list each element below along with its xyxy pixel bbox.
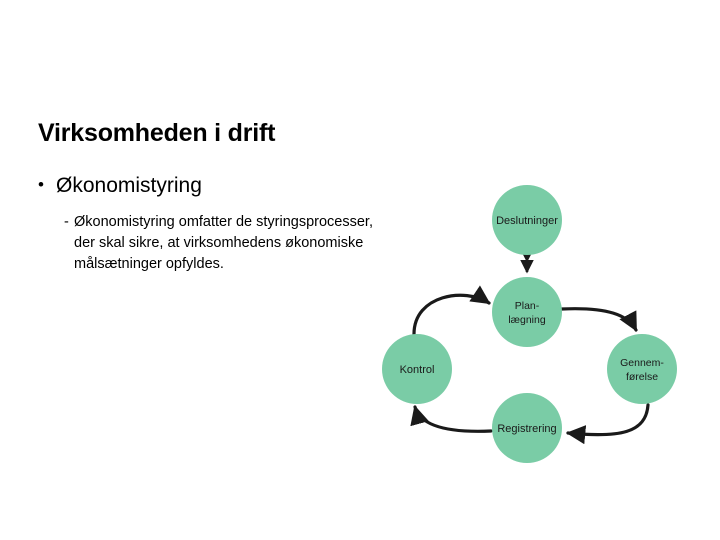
- arrow-gennemforelse-to-registrering: [566, 403, 650, 445]
- node-circle-gennemforelse: [607, 334, 677, 404]
- node-label-planlaegning-line1: Plan-: [515, 300, 540, 312]
- slide-text-column: Virksomheden i drift • Økonomistyring - …: [38, 119, 398, 275]
- bullet-level-2-text: Økonomistyring omfatter de styringsproce…: [74, 213, 373, 272]
- node-circle-planlaegning: [492, 277, 562, 347]
- node-gennemforelse: Gennem- førelse: [607, 334, 677, 404]
- arrow-kontrol-to-planlaegning: [412, 285, 491, 336]
- bullet-level-1-text: Økonomistyring: [56, 173, 202, 197]
- node-label-planlaegning-line2: lægning: [508, 314, 546, 326]
- node-circle-kontrol: [382, 334, 452, 404]
- node-planlaegning: Plan- lægning: [492, 277, 562, 347]
- arrow-planlaegning-to-gennemforelse: [560, 307, 638, 332]
- bullet-level-2: - Økonomistyring omfatter de styringspro…: [64, 212, 398, 275]
- bullet-level-1: • Økonomistyring: [38, 174, 398, 198]
- bullet-marker-icon: •: [38, 174, 44, 194]
- arrow-registrering-to-kontrol: [410, 405, 493, 433]
- node-label-beslutninger: Deslutninger: [496, 215, 558, 227]
- node-label-gennemforelse-line2: førelse: [626, 371, 658, 383]
- node-circle-registrering: [492, 393, 562, 463]
- node-kontrol: Kontrol: [382, 334, 452, 404]
- node-circle-beslutninger: [492, 185, 562, 255]
- node-beslutninger: Deslutninger: [492, 185, 562, 255]
- node-label-gennemforelse-line1: Gennem-: [620, 357, 664, 369]
- node-label-registrering: Registrering: [497, 423, 556, 435]
- node-label-kontrol: Kontrol: [400, 364, 435, 376]
- node-registrering: Registrering: [492, 393, 562, 463]
- page-title: Virksomheden i drift: [38, 119, 276, 147]
- okonomistyring-cycle-diagram: Deslutninger Plan- lægning Gennem- førel…: [370, 175, 710, 475]
- dash-marker-icon: -: [64, 213, 69, 230]
